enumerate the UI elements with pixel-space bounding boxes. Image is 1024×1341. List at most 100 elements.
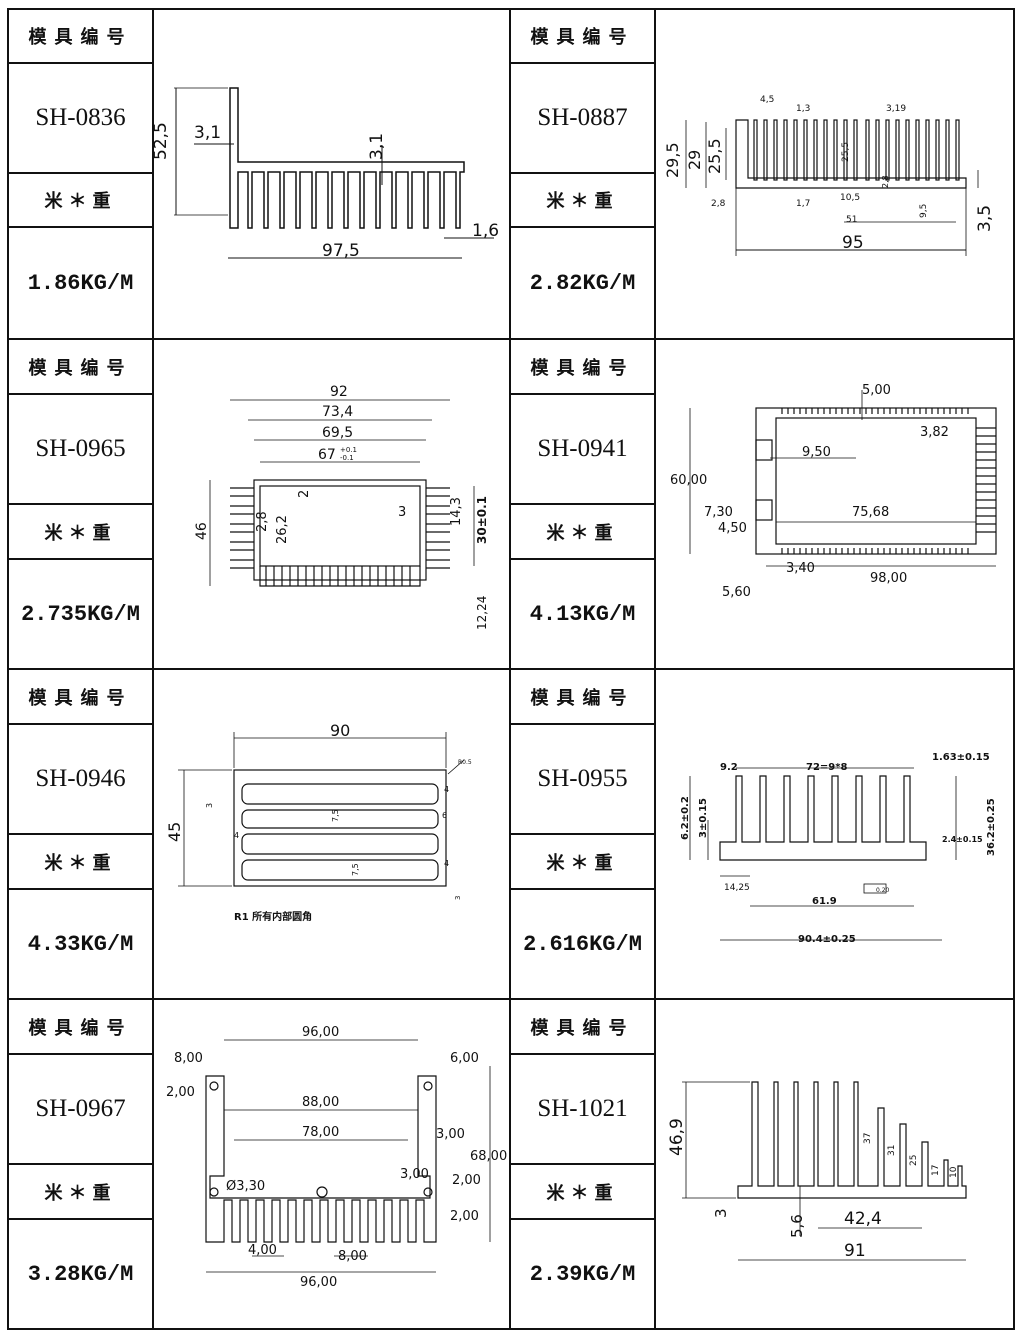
profile-drawing-sh-0836: 52,5 3,1 3,1 97,5 1,6 <box>154 10 509 338</box>
dimension-label: 96,00 <box>302 1025 339 1040</box>
profile-weight: 2.616KG/M <box>523 931 642 957</box>
dimension-label: 4,00 <box>248 1243 277 1258</box>
profile-drawing-sh-0941: 5,00 9,50 3,82 60,00 7,30 4,50 75,68 3,4… <box>656 340 1013 668</box>
dimension-label: 46 <box>194 522 210 540</box>
mold-number-label: 模具编号 <box>530 357 635 379</box>
row-divider <box>7 172 153 174</box>
dimension-label: 31 <box>887 1145 897 1156</box>
dimension-label: 2,00 <box>452 1173 481 1188</box>
dimension-label: 3 <box>454 896 462 900</box>
profile-drawing-sh-0955: 9.2 72=9*8 1.63±0.15 6.2±0.2 3±0.15 36.2… <box>656 670 1013 998</box>
dimension-label: 0.20 <box>876 887 890 894</box>
dimension-label: 3,1 <box>367 133 387 160</box>
dimension-label: 3,1 <box>194 123 221 143</box>
row-divider <box>7 503 153 505</box>
dimension-label: 5,6 <box>788 1214 806 1238</box>
dimension-label: 3 <box>712 1208 730 1218</box>
profile-code: SH-0946 <box>35 765 126 792</box>
profile-drawing-sh-0967: 96,00 8,00 6,00 2,00 88,00 78,00 3,00 68… <box>154 1000 509 1328</box>
row-divider <box>7 998 1015 1000</box>
dimension-label: 75,68 <box>852 505 889 520</box>
profile-weight: 4.13KG/M <box>529 601 636 627</box>
dimension-label: 9,5 <box>919 204 929 218</box>
row-divider <box>7 668 1015 670</box>
dimension-label: 10,5 <box>840 193 860 203</box>
dimension-label: 36.2±0.25 <box>986 798 997 856</box>
profile-code: SH-0965 <box>35 435 126 462</box>
row-divider <box>7 226 153 228</box>
dimension-label: R0.5 <box>458 759 472 766</box>
dimension-label: 91 <box>844 1241 866 1261</box>
row-divider <box>7 1053 153 1055</box>
dimension-label: 97,5 <box>322 241 360 261</box>
dimension-label: 61.9 <box>812 896 837 907</box>
dimension-label: 3 <box>205 803 214 808</box>
dimension-label: 9,50 <box>802 445 831 460</box>
profile-code: SH-0836 <box>35 104 126 131</box>
row-divider <box>509 888 655 890</box>
dimension-label: 1,7 <box>796 199 810 209</box>
dimension-label: 90 <box>330 721 350 740</box>
mold-number-label: 模具编号 <box>28 357 133 379</box>
dimension-label: 6.2±0.2 <box>680 796 691 840</box>
row-divider <box>7 1163 153 1165</box>
profile-weight: 1.86KG/M <box>27 270 134 296</box>
profile-code: SH-1021 <box>537 1095 628 1122</box>
mold-number-label: 模具编号 <box>530 687 635 709</box>
row-divider <box>509 723 655 725</box>
profile-code: SH-0967 <box>35 1095 126 1122</box>
dimension-label: 8,00 <box>338 1249 367 1264</box>
profile-weight: 3.28KG/M <box>27 1261 134 1287</box>
dimension-label: 2,8 <box>255 511 270 532</box>
row-divider <box>7 558 153 560</box>
mold-number-label: 模具编号 <box>28 1017 133 1039</box>
dimension-label: 10 <box>949 1166 959 1178</box>
dimension-label: 3,00 <box>436 1127 465 1142</box>
weight-per-meter-label: 米＊重 <box>44 522 117 544</box>
dimension-label: 37 <box>863 1133 873 1144</box>
dimension-label: 3±0.15 <box>698 798 709 838</box>
dimension-label: 25,5 <box>705 138 724 174</box>
dimension-label: 2.4±0.15 <box>942 835 983 844</box>
profile-code: SH-0887 <box>537 104 628 131</box>
dimension-label: 2,8 <box>711 199 726 209</box>
dimension-label: 17 <box>931 1165 941 1176</box>
dimension-label: 4 <box>444 785 449 794</box>
weight-per-meter-label: 米＊重 <box>546 852 619 874</box>
dimension-label: 25,5 <box>841 142 851 162</box>
dimension-label: 68,00 <box>470 1149 507 1164</box>
dimension-label: 29,5 <box>663 142 682 178</box>
row-divider <box>7 888 153 890</box>
row-divider <box>509 393 655 395</box>
profile-drawing-sh-0887: 29,5 29 25,5 4,5 1,3 3,19 25,5 2,8 1,7 1… <box>656 10 1013 338</box>
dimension-label: 2,8 <box>881 175 890 188</box>
dimension-label: Ø3,30 <box>226 1179 265 1194</box>
row-divider <box>7 833 153 835</box>
row-divider <box>509 558 655 560</box>
dimension-label: 3,5 <box>975 205 995 232</box>
dimension-label: 8,00 <box>174 1051 203 1066</box>
dimension-label: 5,00 <box>862 383 891 398</box>
dimension-label: 29 <box>685 150 704 170</box>
dimension-label: +0.1 <box>340 446 357 454</box>
mold-number-label: 模具编号 <box>28 687 133 709</box>
weight-per-meter-label: 米＊重 <box>546 1182 619 1204</box>
dimension-label: 26,2 <box>275 515 290 544</box>
row-divider <box>509 226 655 228</box>
dimension-label: 92 <box>330 384 348 400</box>
row-divider <box>7 393 153 395</box>
dimension-label: 4 <box>444 859 449 868</box>
dimension-label: -0.1 <box>340 454 354 462</box>
profile-drawing-sh-1021: 46,9 37 31 25 17 10 3 5,6 42,4 91 <box>656 1000 1013 1328</box>
dimension-label: 5,60 <box>722 585 751 600</box>
dimension-label: 3,40 <box>786 561 815 576</box>
dimension-label: 78,00 <box>302 1125 339 1140</box>
dimension-label: 69,5 <box>322 425 353 441</box>
profile-code: SH-0941 <box>537 435 628 462</box>
profile-drawing-sh-0965: 92 73,4 69,5 67 +0.1 -0.1 46 2,8 26,2 2 … <box>154 340 509 668</box>
row-divider <box>7 723 153 725</box>
dimension-label: 14,25 <box>724 883 750 893</box>
dimension-label: 7,5 <box>331 809 340 822</box>
dimension-label: 3,00 <box>400 1167 429 1182</box>
weight-per-meter-label: 米＊重 <box>546 522 619 544</box>
